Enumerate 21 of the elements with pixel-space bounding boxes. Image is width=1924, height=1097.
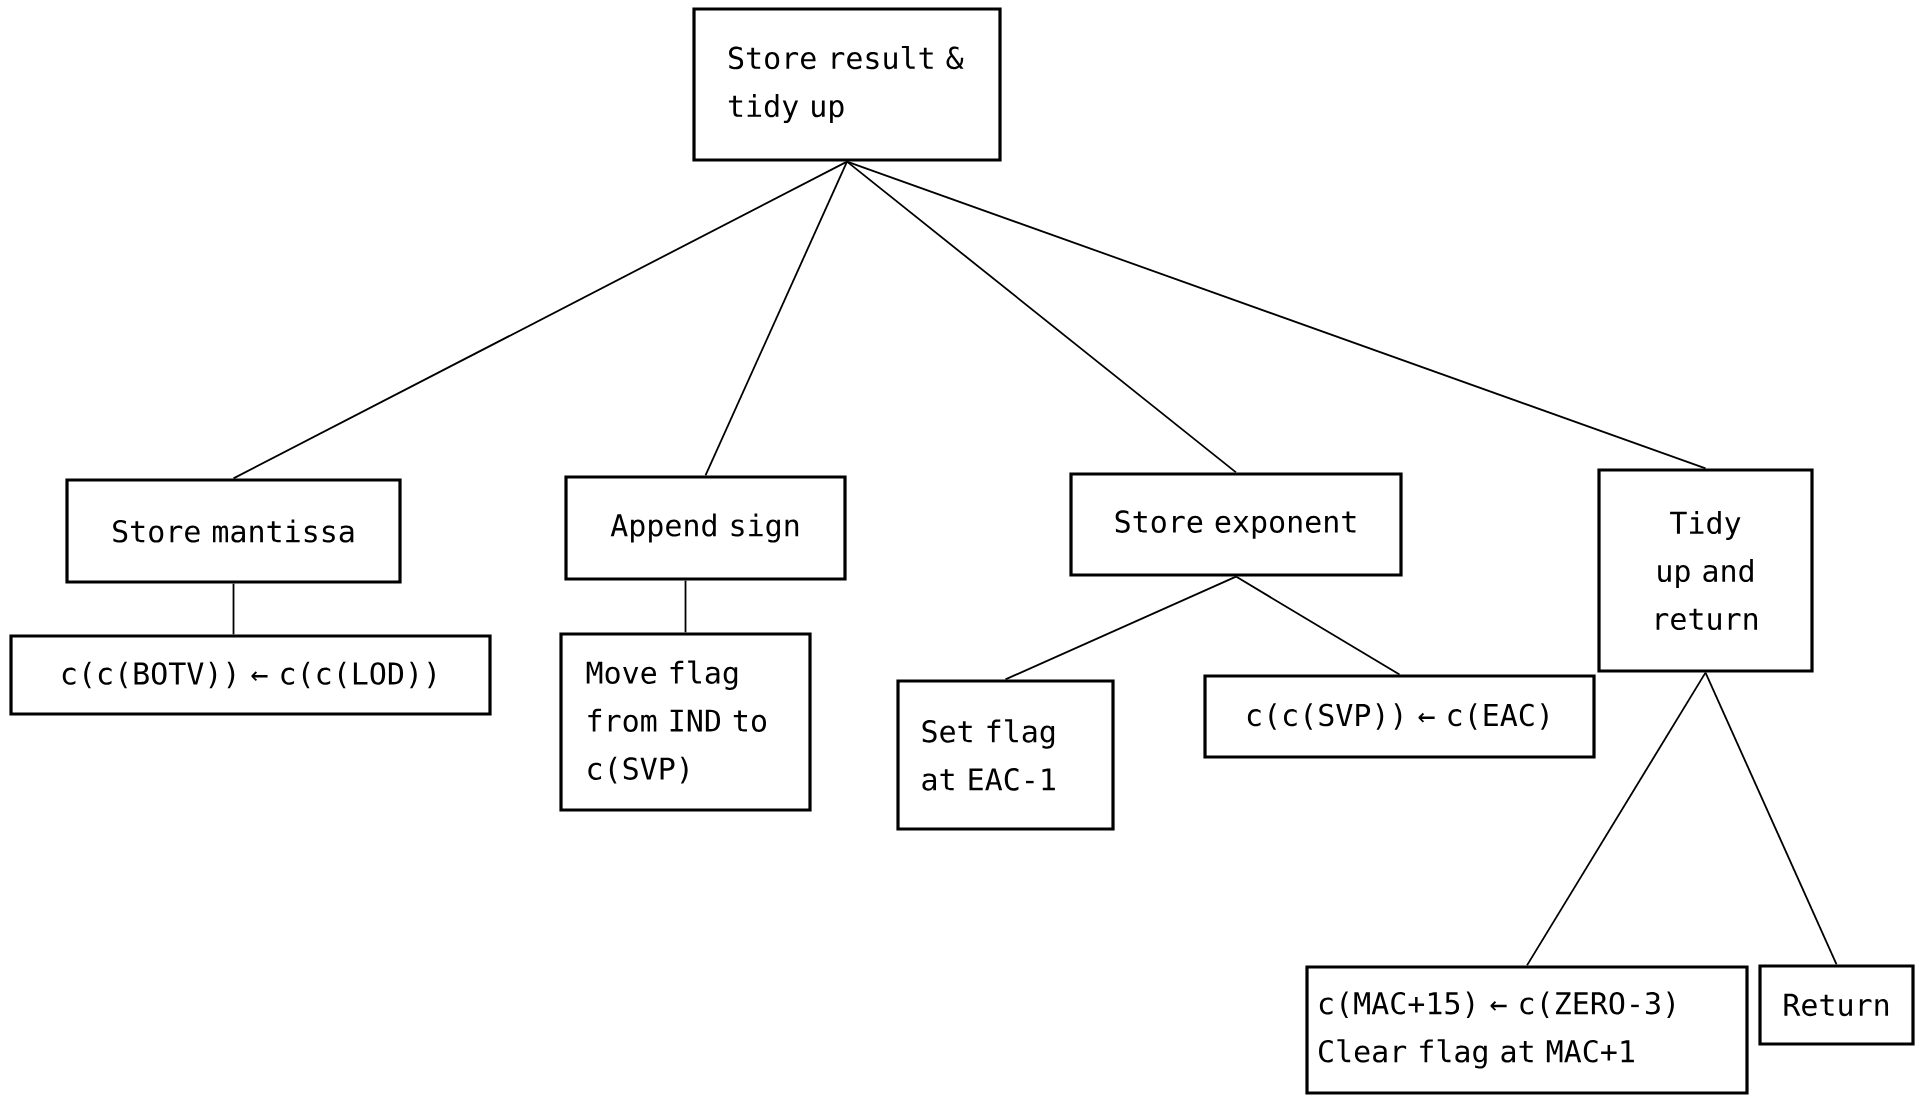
connector-line <box>1526 671 1707 967</box>
process-box: c(c(BOTV)) ← c(c(LOD)) <box>9 634 492 716</box>
process-box: Return <box>1758 964 1915 1046</box>
process-box: Append sign <box>564 475 847 581</box>
connector-line <box>684 579 687 634</box>
connector-line <box>1235 575 1401 676</box>
process-box: Store result & tidy up <box>692 7 1002 162</box>
connector-line <box>846 160 1707 470</box>
process-box: c(MAC+15) ← c(ZERO-3) Clear flag at MAC+1 <box>1305 965 1749 1095</box>
connector-line <box>1004 575 1237 681</box>
process-box: Move flag from IND to c(SVP) <box>559 632 812 812</box>
connector-line <box>846 160 1237 474</box>
connector-line <box>704 160 848 477</box>
process-box: Tidy up and return <box>1597 468 1814 673</box>
connector-line <box>1704 671 1838 966</box>
process-box: Store exponent <box>1069 472 1403 577</box>
process-box: c(c(SVP)) ← c(EAC) <box>1203 674 1596 759</box>
connector-line <box>232 582 235 636</box>
connector-line <box>232 160 848 480</box>
process-box: Store mantissa <box>65 478 402 584</box>
process-box: Set flag at EAC-1 <box>896 679 1115 831</box>
